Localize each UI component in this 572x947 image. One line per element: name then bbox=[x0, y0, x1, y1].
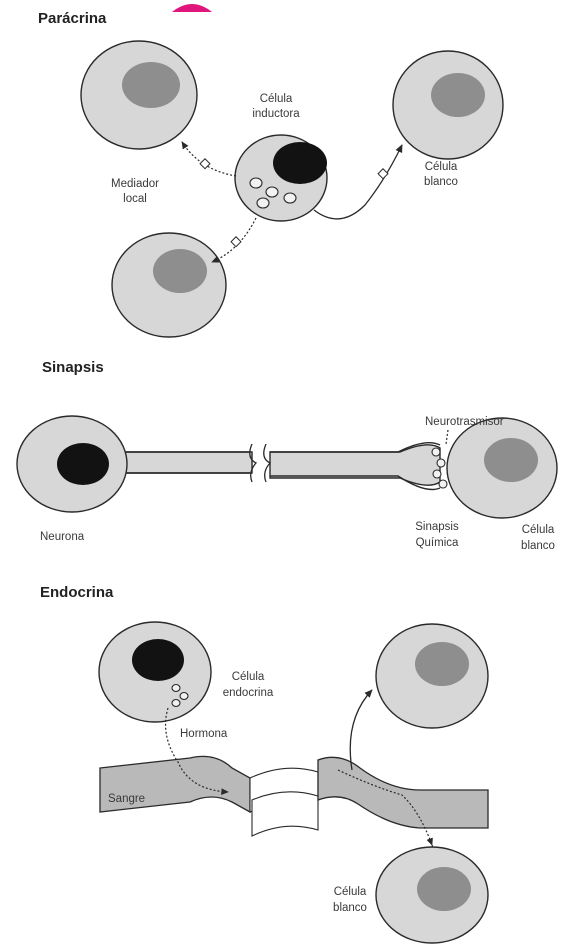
sinapsis-target-label-line-2: blanco bbox=[521, 540, 555, 552]
mediator-molecule bbox=[378, 169, 388, 179]
sinapsis-target-cell bbox=[447, 418, 557, 518]
mediator-label-line-1: Mediador bbox=[111, 178, 159, 190]
paracrina-arrow-to-top-left bbox=[182, 142, 236, 176]
neurotransmitter-pointer bbox=[446, 430, 448, 444]
endocrina-title: Endocrina bbox=[40, 584, 114, 601]
mediator-molecule bbox=[231, 237, 241, 247]
vesicle bbox=[250, 178, 262, 188]
blood-label: Sangre bbox=[108, 793, 145, 805]
paracrina-target-label-line-2: blanco bbox=[424, 176, 458, 188]
sinapsis-title: Sinapsis bbox=[42, 359, 104, 376]
neuron bbox=[17, 416, 447, 512]
hormone-label: Hormona bbox=[180, 728, 228, 740]
vesicle bbox=[284, 193, 296, 203]
blood-vessel bbox=[100, 756, 488, 836]
endocrine-label-line-1: Célula bbox=[232, 671, 265, 683]
vesicle bbox=[257, 198, 269, 208]
sinapsis-target-label-line-1: Célula bbox=[522, 524, 555, 536]
endocrine-target-cell-bottom bbox=[376, 847, 488, 943]
endocrine-target-label-line-2: blanco bbox=[333, 902, 367, 914]
endocrine-target-cell-top bbox=[376, 624, 488, 728]
endocrine-target-label-line-1: Célula bbox=[334, 886, 367, 898]
synapse-label-line-1: Sinapsis bbox=[415, 521, 459, 533]
paracrina-target-cell bbox=[393, 51, 503, 159]
paracrina-cell-top-left bbox=[81, 41, 197, 149]
synapse-label-line-2: Química bbox=[416, 537, 459, 549]
endocrine-arrow-to-top-right bbox=[350, 690, 372, 770]
paracrina-inductor-cell bbox=[235, 135, 327, 221]
neurotransmitter-label: Neurotrasmisor bbox=[425, 416, 504, 428]
endocrine-label-line-2: endocrina bbox=[223, 687, 274, 699]
paracrina-cell-bottom bbox=[112, 233, 226, 337]
neuron-label: Neurona bbox=[40, 531, 85, 543]
paracrina-title: Parácrina bbox=[38, 10, 107, 27]
endocrine-cell bbox=[99, 622, 211, 722]
inductor-label-line-1: Célula bbox=[260, 93, 293, 105]
inductor-label-line-2: inductora bbox=[252, 108, 300, 120]
magenta-accent-shape bbox=[172, 4, 212, 12]
mediator-label-line-2: local bbox=[123, 193, 147, 205]
vesicle bbox=[266, 187, 278, 197]
paracrina-target-label-line-1: Célula bbox=[425, 161, 458, 173]
